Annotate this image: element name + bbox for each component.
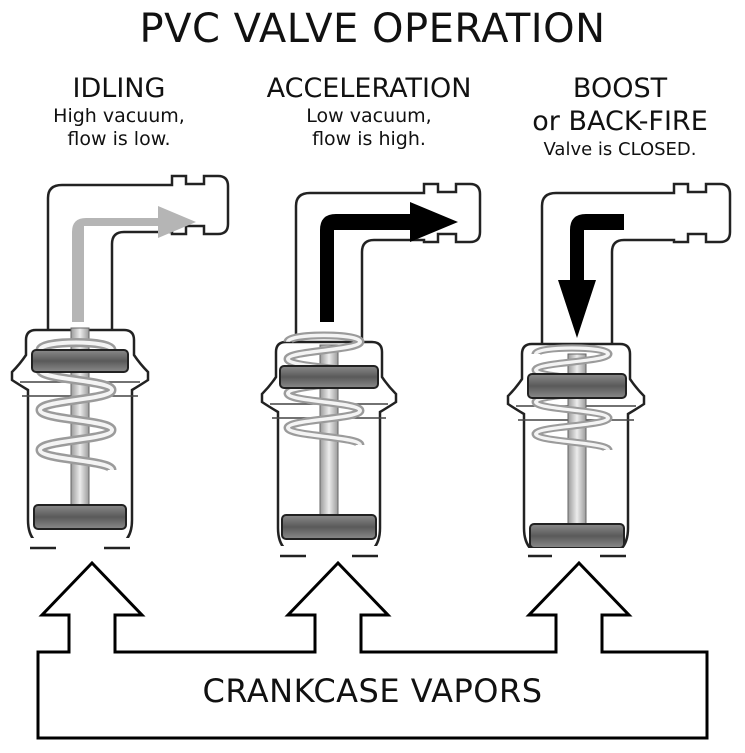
flow-arrow-high	[320, 202, 458, 322]
valve-acceleration	[260, 182, 482, 562]
valve-lower-disc	[33, 504, 127, 530]
panel-idling: IDLING High vacuum, flow is low.	[4, 72, 234, 151]
panel-description-line1: Low vacuum,	[306, 105, 432, 127]
panel-description-line1: High vacuum,	[53, 105, 185, 127]
valve-upper-disc	[31, 349, 129, 373]
panel-heading-line2: or BACK-FIRE	[532, 106, 708, 137]
valve-lower-disc	[281, 514, 377, 540]
panel-description-line2: flow is high.	[312, 128, 426, 150]
diagram-title: PVC VALVE OPERATION	[139, 6, 606, 52]
valve-idling	[10, 174, 230, 554]
valve-boost	[506, 182, 732, 562]
panel-heading: ACCELERATION	[266, 73, 472, 104]
flow-arrow-low	[72, 206, 196, 322]
flow-arrow-reverse	[558, 214, 624, 338]
panel-description-line2: flow is low.	[67, 128, 171, 150]
panel-boost: BOOST or BACK-FIRE Valve is CLOSED.	[505, 72, 735, 161]
crankcase-vapors-label: CRANKCASE VAPORS	[202, 672, 543, 710]
valve-upper-disc	[279, 365, 379, 389]
vapor-manifold-arrows	[36, 560, 709, 740]
panel-acceleration: ACCELERATION Low vacuum, flow is high.	[254, 72, 484, 151]
panel-heading: IDLING	[72, 73, 166, 104]
panel-description-line1: Valve is CLOSED.	[543, 139, 697, 160]
valve-lower-disc	[529, 523, 625, 549]
panel-heading: BOOST	[572, 73, 668, 104]
valve-upper-disc	[527, 373, 627, 399]
